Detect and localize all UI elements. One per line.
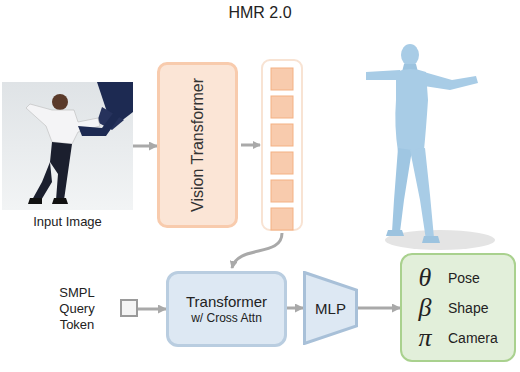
flow-arrow: [133, 145, 157, 148]
output-row: β Shape: [410, 293, 506, 323]
node-text: w/ Cross Attn: [191, 311, 262, 326]
output-label: Camera: [448, 330, 498, 346]
token-curve-arrow: [232, 233, 282, 268]
output-label: Shape: [448, 300, 488, 316]
diagram-title: HMR 2.0: [0, 4, 520, 22]
trapezoid-shape: [305, 273, 357, 344]
transformer-box: Transformerw/ Cross Attn: [166, 271, 287, 347]
greek-symbol: θ: [410, 263, 440, 293]
node-text: Vision Transformer: [189, 78, 207, 212]
output-label: Pose: [448, 270, 480, 286]
node-text: Transformer: [186, 292, 267, 311]
token-label: SMPL Query Token: [46, 285, 108, 333]
flow-arrow: [138, 308, 166, 311]
greek-symbol: β: [410, 293, 440, 323]
image-caption: Input Image: [0, 214, 143, 229]
node-text: MLP: [315, 300, 346, 317]
mlp-trapezoid: MLP: [303, 271, 358, 345]
output-box: θ Poseβ Shapeπ Camera: [400, 253, 516, 362]
query-token: SMPL Query Token: [46, 285, 138, 333]
input-image: Input Image: [2, 82, 133, 210]
vision-transformer-box: Vision Transformer: [157, 62, 238, 228]
flow-arrow: [358, 307, 400, 310]
token-column: [262, 60, 302, 230]
photo-illustration: [2, 82, 133, 210]
human-mesh: [366, 44, 495, 250]
token-arrow: [241, 144, 260, 147]
output-row: θ Pose: [410, 263, 506, 293]
flow-arrow: [287, 307, 303, 310]
greek-symbol: π: [410, 323, 440, 353]
output-row: π Camera: [410, 323, 506, 353]
query-token-square: [120, 299, 138, 317]
